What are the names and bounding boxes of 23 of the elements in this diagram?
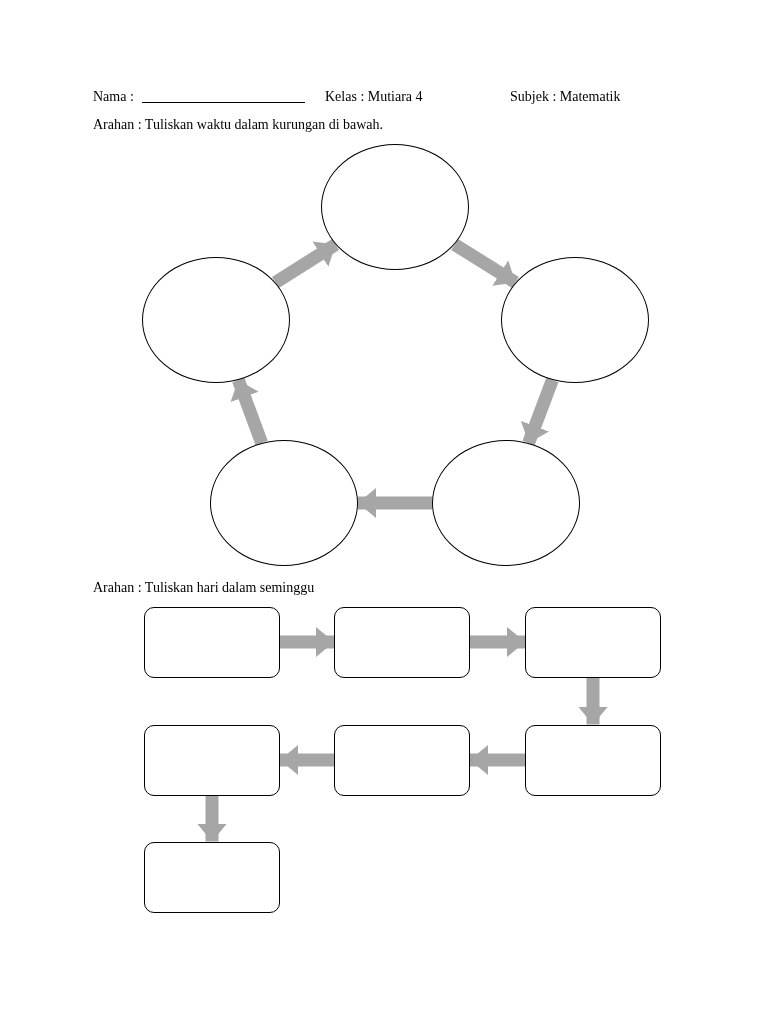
block-arrow: [230, 377, 268, 446]
block-arrow: [470, 745, 525, 775]
block-arrow: [271, 239, 340, 288]
empty-box: [525, 724, 661, 796]
empty-box: [525, 606, 661, 678]
empty-box: [334, 724, 470, 796]
block-arrow: [280, 627, 334, 657]
empty-box: [144, 841, 280, 913]
empty-box: [144, 606, 280, 678]
block-arrow: [451, 238, 519, 289]
instruction-text: Arahan : Tuliskan waktu dalam kurungan di bawah.: [93, 117, 384, 133]
name-label: Nama :: [93, 89, 134, 105]
subject-label: Subjek : Matematik: [510, 89, 621, 105]
block-arrow: [470, 627, 525, 657]
empty-box: [144, 724, 280, 796]
block-arrow: [358, 488, 432, 518]
instruction-text: Arahan : Tuliskan hari dalam seminggu: [93, 580, 315, 596]
class-label: Kelas : Mutiara 4: [325, 89, 423, 105]
block-arrow: [197, 795, 227, 842]
block-arrow: [520, 377, 559, 446]
block-arrow: [578, 677, 608, 725]
empty-box: [334, 606, 470, 678]
block-arrow: [280, 745, 334, 775]
